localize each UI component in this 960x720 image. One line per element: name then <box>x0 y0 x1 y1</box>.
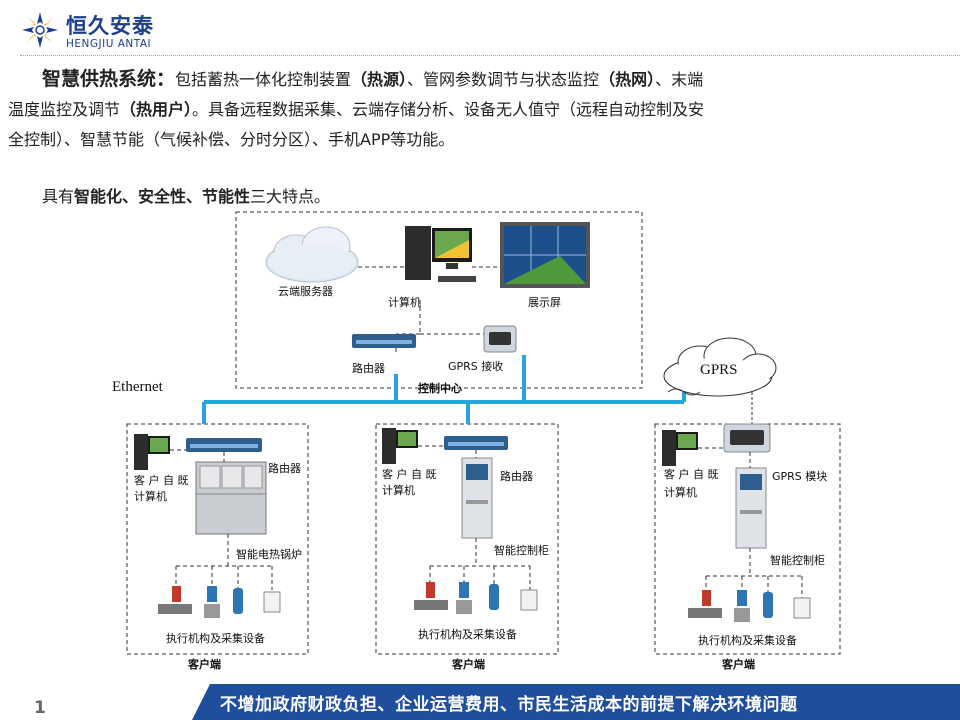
client2-cabinet-icon <box>461 457 493 539</box>
control-center-box <box>235 211 643 389</box>
header-divider <box>20 55 960 56</box>
intro-bold-heat-source: （热源） <box>351 70 408 89</box>
section-heading: 智慧供热系统： <box>42 68 176 90</box>
gprs-receive-label: GPRS 接收 <box>448 360 504 373</box>
client1-pc-label-b: 计算机 <box>134 490 167 503</box>
intro-text-4: 温度监控及调节 <box>8 100 121 119</box>
client1-computer-icon <box>134 434 170 470</box>
client2-pc-label-b: 计算机 <box>382 484 415 497</box>
client1-actuators-icon <box>158 586 281 618</box>
client3-computer-icon <box>662 430 698 466</box>
client1-actuators-label: 执行机构及采集设备 <box>166 632 265 645</box>
company-logo: 恒久安泰 HENGJIU ANTAI <box>20 8 220 54</box>
client3-cabinet-icon <box>735 467 767 549</box>
intro-text-1: 包括蓄热一体化控制装置 <box>175 70 352 89</box>
intro-bold-heat-network: （热网） <box>599 70 656 89</box>
features-line: 具有智能化、安全性、节能性三大特点。 <box>42 184 330 210</box>
client3-gprs-module-icon <box>723 423 771 453</box>
display-label: 展示屏 <box>528 296 561 309</box>
intro-text-3: 、末端 <box>655 70 704 89</box>
intro-text-6: 全控制）、智慧节能（气候补偿、分时分区）、手机APP等功能。 <box>8 130 455 149</box>
client1-box <box>126 423 309 655</box>
client1-device-label: 智能电热锅炉 <box>236 548 302 561</box>
client2-pc-label-a: 客 户 自 既 <box>382 468 437 481</box>
client2-device-label: 智能控制柜 <box>494 544 549 557</box>
client2-router-icon <box>444 436 508 450</box>
client3-connectors <box>698 447 803 598</box>
bottom-banner: 不增加政府财政负担、企业运营费用、市民生活成本的前提下解决环境问题 <box>192 684 960 720</box>
star-logo-icon <box>22 12 58 48</box>
intro-paragraph: 智慧供热系统：包括蓄热一体化控制装置（热源）、管网参数调节与状态监控（热网）、末… <box>8 64 952 155</box>
intro-bold-heat-user: （热用户） <box>120 100 193 119</box>
ethernet-label: Ethernet <box>112 379 163 395</box>
gprs-receiver-icon <box>483 325 517 353</box>
computer-label: 计算机 <box>388 296 421 309</box>
router-label: 路由器 <box>352 362 385 375</box>
client2-router-label: 路由器 <box>500 470 533 483</box>
client3-actuators-label: 执行机构及采集设备 <box>698 634 797 647</box>
client3-device-label: 智能控制柜 <box>770 554 825 567</box>
logo-chinese-name: 恒久安泰 <box>66 14 154 38</box>
client3-module-label: GPRS 模块 <box>772 470 828 483</box>
display-screen-icon <box>500 222 590 288</box>
client1-connectors <box>170 449 273 590</box>
features-prefix: 具有 <box>42 187 75 206</box>
client3-actuators-icon <box>688 590 811 622</box>
client1-router-label: 路由器 <box>268 462 301 475</box>
cloud-server-label: 云端服务器 <box>278 285 333 298</box>
client2-actuators-label: 执行机构及采集设备 <box>418 628 517 641</box>
control-center-label: 控制中心 <box>418 382 462 395</box>
client1-caption: 客户端 <box>188 658 221 671</box>
banner-slogan: 不增加政府财政负担、企业运营费用、市民生活成本的前提下解决环境问题 <box>220 695 798 715</box>
client3-pc-label-a: 客 户 自 既 <box>664 468 719 481</box>
logo-english-name: HENGJIU ANTAI <box>66 38 152 50</box>
intro-text-2: 、管网参数调节与状态监控 <box>407 70 600 89</box>
gprs-cloud-icon <box>663 337 777 397</box>
client2-caption: 客户端 <box>452 658 485 671</box>
ethernet-links <box>202 355 686 424</box>
features-suffix: 三大特点。 <box>250 187 331 206</box>
page-number: 1 <box>34 698 46 718</box>
control-computer-icon <box>405 226 476 282</box>
features-items: 智能化、安全性、节能性 <box>74 187 251 206</box>
intro-text-5: 。具备远程数据采集、云端存储分析、设备无人值守（远程自动控制及安 <box>192 100 705 119</box>
gprs-antenna-link <box>667 388 701 396</box>
client2-computer-icon <box>382 428 418 464</box>
control-router-icon <box>352 334 416 348</box>
client3-pc-label-b: 计算机 <box>664 486 697 499</box>
cloud-server-icon <box>265 226 359 283</box>
client1-pc-label-a: 客 户 自 既 <box>134 474 189 487</box>
client1-router-icon <box>186 438 262 452</box>
banner-background <box>192 684 960 720</box>
gprs-label: GPRS <box>700 362 738 378</box>
client2-actuators-icon <box>414 582 538 614</box>
client1-boiler-icon <box>195 461 267 535</box>
client3-caption: 客户端 <box>722 658 755 671</box>
